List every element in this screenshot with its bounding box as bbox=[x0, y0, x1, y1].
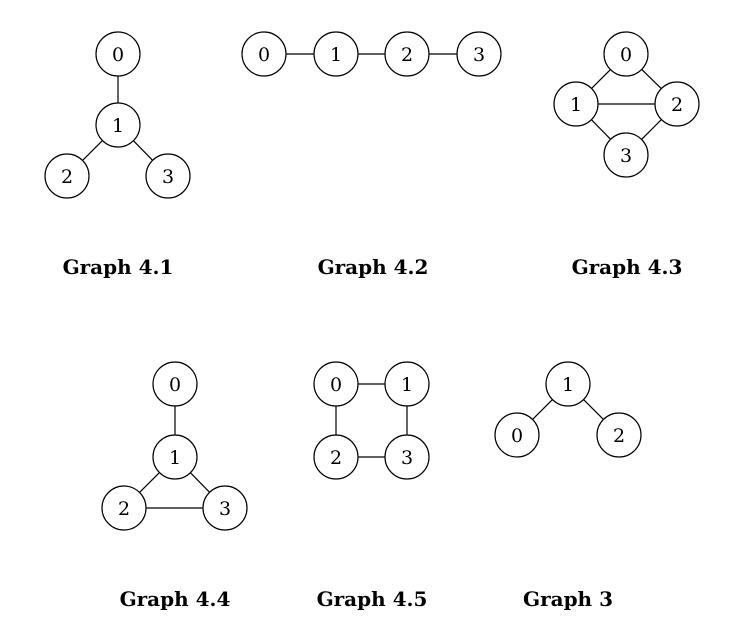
node-label: 2 bbox=[330, 447, 342, 469]
node-1: 1 bbox=[95, 102, 141, 148]
edge-1-2 bbox=[583, 399, 604, 420]
graph-caption: Graph 4.5 bbox=[317, 587, 428, 611]
node-2: 2 bbox=[384, 31, 430, 77]
edge-0-1 bbox=[591, 69, 611, 89]
node-circle bbox=[95, 102, 141, 148]
node-3: 3 bbox=[603, 132, 649, 178]
node-2: 2 bbox=[596, 412, 642, 458]
node-label: 3 bbox=[620, 145, 632, 167]
node-label: 3 bbox=[219, 498, 231, 520]
node-2: 2 bbox=[101, 485, 147, 531]
node-1: 1 bbox=[384, 361, 430, 407]
node-1: 1 bbox=[545, 361, 591, 407]
node-1: 1 bbox=[553, 81, 599, 127]
node-label: 1 bbox=[330, 44, 342, 66]
node-label: 1 bbox=[562, 374, 574, 396]
node-label: 0 bbox=[258, 44, 270, 66]
node-0: 0 bbox=[313, 361, 359, 407]
node-label: 0 bbox=[169, 374, 181, 396]
node-label: 1 bbox=[169, 447, 181, 469]
node-0: 0 bbox=[494, 412, 540, 458]
edge-1-0 bbox=[532, 399, 553, 420]
node-3: 3 bbox=[202, 485, 248, 531]
node-3: 3 bbox=[145, 153, 191, 199]
node-circle bbox=[145, 153, 191, 199]
node-0: 0 bbox=[152, 361, 198, 407]
node-3: 3 bbox=[384, 434, 430, 480]
node-circle bbox=[152, 361, 198, 407]
edge-0-2 bbox=[641, 68, 662, 90]
node-label: 1 bbox=[570, 94, 582, 116]
node-label: 0 bbox=[330, 374, 342, 396]
node-label: 0 bbox=[511, 425, 523, 447]
node-circle bbox=[241, 31, 287, 77]
node-circle bbox=[44, 153, 90, 199]
node-circle bbox=[545, 361, 591, 407]
edge-1-2 bbox=[82, 140, 103, 161]
node-label: 2 bbox=[401, 44, 413, 66]
node-circle bbox=[553, 81, 599, 127]
node-label: 2 bbox=[613, 425, 625, 447]
node-circle bbox=[603, 132, 649, 178]
node-label: 3 bbox=[401, 447, 413, 469]
node-circle bbox=[654, 81, 700, 127]
node-circle bbox=[313, 31, 359, 77]
node-circle bbox=[101, 485, 147, 531]
node-0: 0 bbox=[603, 31, 649, 77]
node-label: 0 bbox=[112, 44, 124, 66]
graph-caption: Graph 4.4 bbox=[120, 587, 231, 611]
node-0: 0 bbox=[95, 31, 141, 77]
edge-1-2 bbox=[139, 472, 160, 493]
node-circle bbox=[384, 31, 430, 77]
node-circle bbox=[202, 485, 248, 531]
node-1: 1 bbox=[313, 31, 359, 77]
node-label: 2 bbox=[118, 498, 130, 520]
edge-1-3 bbox=[590, 119, 612, 140]
node-1: 1 bbox=[152, 434, 198, 480]
node-label: 3 bbox=[162, 166, 174, 188]
node-circle bbox=[456, 31, 502, 77]
node-circle bbox=[313, 361, 359, 407]
node-2: 2 bbox=[313, 434, 359, 480]
graph-caption: Graph 4.3 bbox=[572, 255, 683, 279]
node-2: 2 bbox=[44, 153, 90, 199]
node-label: 1 bbox=[112, 115, 124, 137]
node-3: 3 bbox=[456, 31, 502, 77]
node-circle bbox=[313, 434, 359, 480]
graph-caption: Graph 3 bbox=[523, 587, 613, 611]
graph-caption: Graph 4.2 bbox=[318, 255, 429, 279]
node-label: 2 bbox=[61, 166, 73, 188]
node-circle bbox=[603, 31, 649, 77]
node-circle bbox=[95, 31, 141, 77]
node-circle bbox=[494, 412, 540, 458]
node-circle bbox=[384, 361, 430, 407]
node-circle bbox=[152, 434, 198, 480]
node-label: 3 bbox=[473, 44, 485, 66]
edge-2-3 bbox=[641, 119, 662, 140]
node-label: 2 bbox=[671, 94, 683, 116]
node-circle bbox=[384, 434, 430, 480]
graph-caption: Graph 4.1 bbox=[63, 255, 174, 279]
node-label: 1 bbox=[401, 374, 413, 396]
node-circle bbox=[596, 412, 642, 458]
edge-1-3 bbox=[189, 472, 211, 493]
node-label: 0 bbox=[620, 44, 632, 66]
edge-1-3 bbox=[132, 140, 154, 161]
node-0: 0 bbox=[241, 31, 287, 77]
node-2: 2 bbox=[654, 81, 700, 127]
